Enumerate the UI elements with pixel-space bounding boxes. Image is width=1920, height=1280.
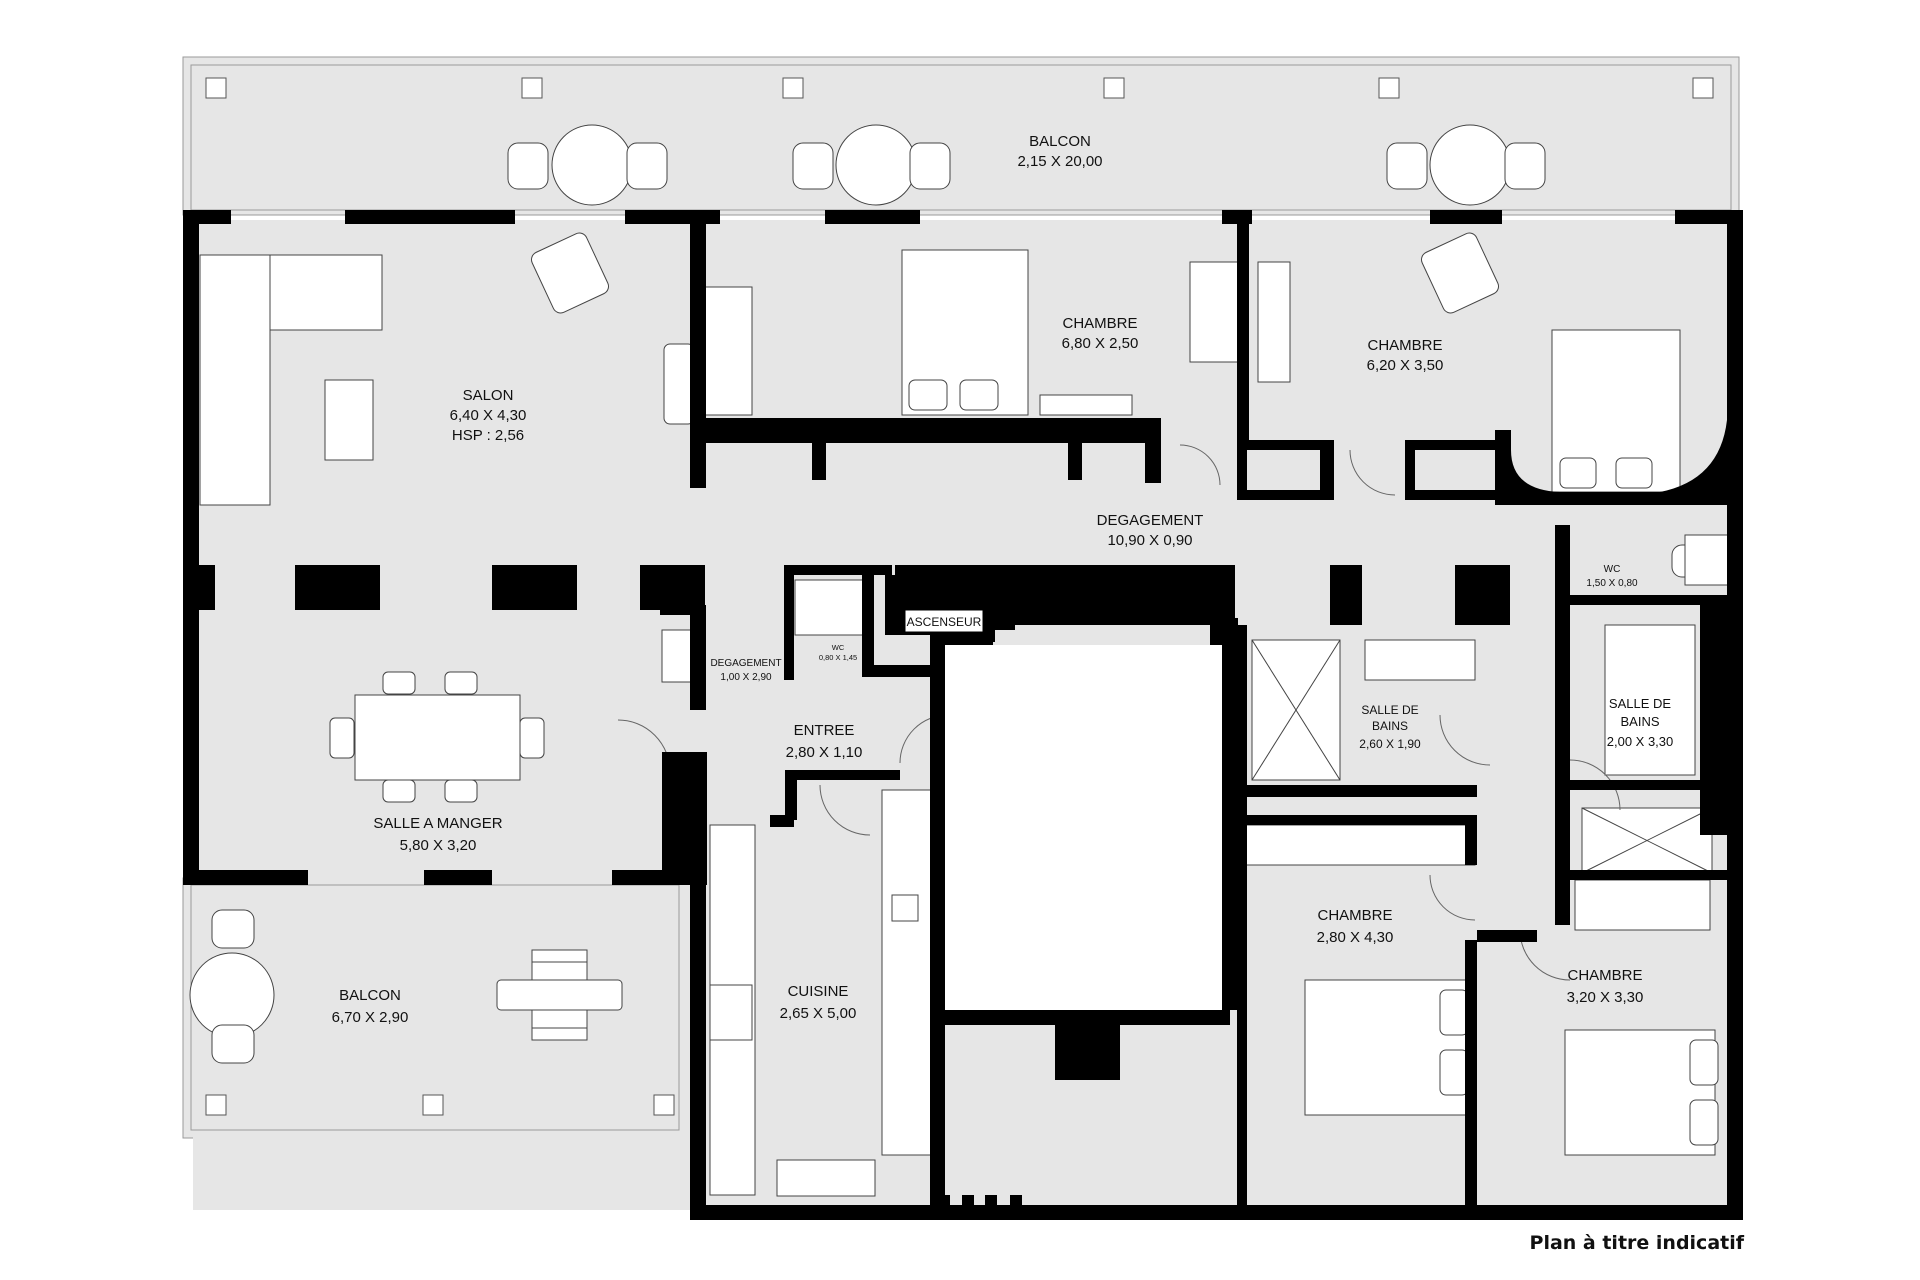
elevator-up-arrow-icon — [937, 584, 949, 605]
walls — [183, 210, 1743, 1220]
courtyard — [945, 645, 1222, 1010]
label-balcon-top: BALCON — [1029, 133, 1091, 150]
label-degagement: DEGAGEMENT — [1097, 512, 1204, 529]
label-chambre-4-dim: 3,20 X 3,30 — [1567, 989, 1644, 1006]
label-balcon-bottom-dim: 6,70 X 2,90 — [332, 1009, 409, 1026]
label-wc-small-dim: 0,80 X 1,45 — [819, 653, 857, 662]
label-sdb-1-dim: 2,60 X 1,90 — [1359, 737, 1421, 751]
label-balcon-top-dim: 2,15 X 20,00 — [1017, 153, 1102, 170]
label-degagement-small-dim: 1,00 X 2,90 — [720, 672, 772, 683]
label-wc-small: WC — [832, 643, 845, 652]
plan-caption: Plan à titre indicatif — [1529, 1232, 1744, 1254]
label-chambre-2-dim: 6,20 X 3,50 — [1367, 357, 1444, 374]
label-degagement-dim: 10,90 X 0,90 — [1107, 532, 1192, 549]
label-entree-dim: 2,80 X 1,10 — [786, 744, 863, 761]
label-salle-manger-dim: 5,80 X 3,20 — [400, 837, 477, 854]
label-sdb-2-dim: 2,00 X 3,30 — [1607, 734, 1674, 749]
label-ascenseur: ASCENSEUR — [907, 615, 982, 629]
label-salon-dim: 6,40 X 4,30 — [450, 407, 527, 424]
label-chambre-2: CHAMBRE — [1367, 337, 1442, 354]
planters — [205, 77, 1714, 1116]
furniture — [189, 124, 1736, 1197]
label-chambre-1: CHAMBRE — [1062, 315, 1137, 332]
label-entree: ENTREE — [794, 722, 855, 739]
label-chambre-1-dim: 6,80 X 2,50 — [1062, 335, 1139, 352]
label-wc-right-dim: 1,50 X 0,80 — [1586, 578, 1638, 589]
label-sdb-2-line1: SALLE DE — [1609, 696, 1671, 711]
label-sdb-1-line2: BAINS — [1372, 719, 1408, 733]
label-sdb-2-line2: BAINS — [1620, 714, 1659, 729]
label-wc-right: WC — [1604, 564, 1621, 575]
label-salon: SALON — [463, 387, 514, 404]
label-chambre-4: CHAMBRE — [1567, 967, 1642, 984]
labels: BALCON 2,15 X 20,00 SALON 6,40 X 4,30 HS… — [332, 133, 1674, 1026]
label-salle-manger: SALLE A MANGER — [373, 815, 502, 832]
label-degagement-small: DEGAGEMENT — [710, 658, 781, 669]
label-cuisine: CUISINE — [788, 983, 849, 1000]
label-cuisine-dim: 2,65 X 5,00 — [780, 1005, 857, 1022]
balcon-top-floor — [182, 56, 1740, 216]
label-chambre-3-dim: 2,80 X 4,30 — [1317, 929, 1394, 946]
label-sdb-1-line1: SALLE DE — [1361, 703, 1418, 717]
label-balcon-bottom: BALCON — [339, 987, 401, 1004]
label-salon-hsp: HSP : 2,56 — [452, 427, 524, 444]
label-chambre-3: CHAMBRE — [1317, 907, 1392, 924]
